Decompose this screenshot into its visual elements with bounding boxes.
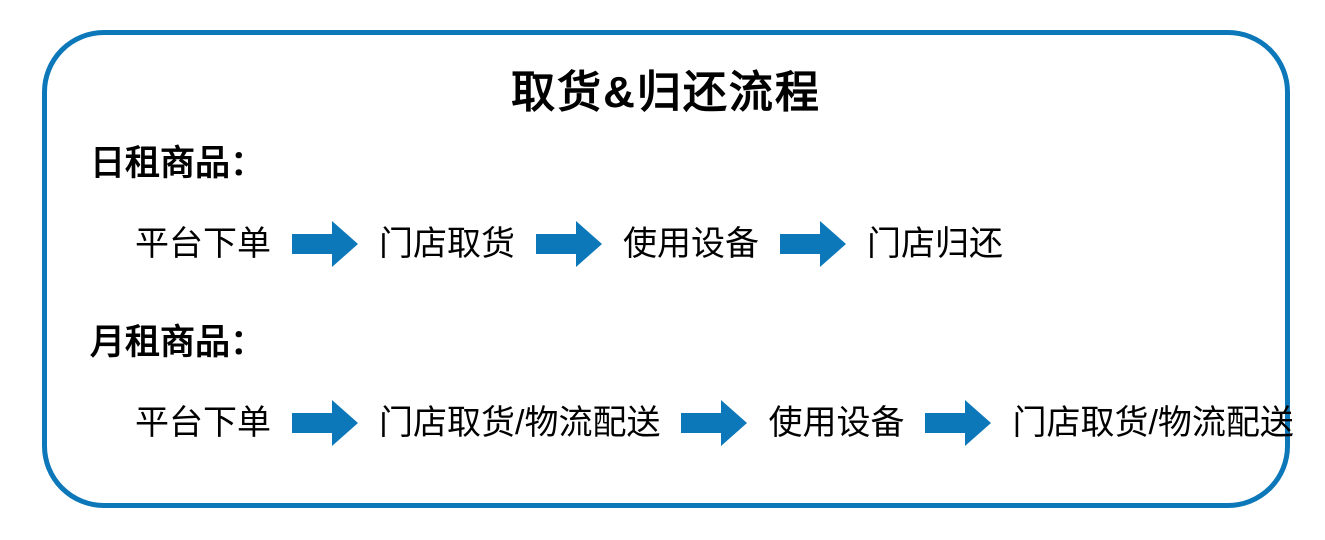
flow-row-daily-rental: 平台下单 门店取货 使用设备 门店归还: [135, 221, 1285, 267]
flow-step: 使用设备: [623, 225, 759, 263]
flow-step: 门店取货: [379, 225, 515, 263]
arrow-right-icon: [925, 400, 992, 446]
arrow-right-icon: [292, 400, 358, 446]
flow-step: 使用设备: [768, 404, 905, 442]
flow-row-monthly-rental: 平台下单 门店取货/物流配送 使用设备 门店取货/物流配送: [135, 400, 1294, 446]
arrow-right-icon: [780, 221, 846, 267]
diagram-title: 取货&归还流程: [511, 68, 821, 117]
section-label-daily-rental: 日租商品：: [90, 144, 266, 183]
flow-step: 门店归还: [867, 225, 1003, 263]
arrow-right-icon: [681, 400, 748, 446]
arrow-right-icon: [536, 221, 602, 267]
flow-step: 平台下单: [135, 225, 271, 263]
flow-step: 平台下单: [135, 404, 271, 442]
arrow-right-icon: [292, 221, 358, 267]
flow-step: 门店取货/物流配送: [1012, 404, 1294, 442]
flow-step: 门店取货/物流配送: [379, 404, 661, 442]
section-label-monthly-rental: 月租商品：: [90, 323, 266, 362]
flow-diagram-frame: 取货&归还流程 日租商品： 平台下单 门店取货 使用设备 门店归还 月租商品： …: [42, 30, 1294, 508]
